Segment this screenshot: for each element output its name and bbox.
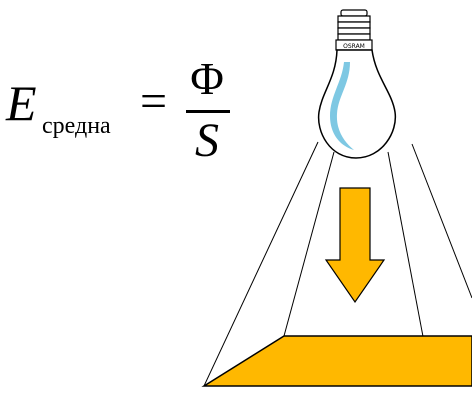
bulb-screw-base: OSRAM bbox=[335, 9, 373, 51]
bulb-brand: OSRAM bbox=[343, 43, 365, 50]
bulb-filament bbox=[330, 62, 354, 150]
formula-symbol: E bbox=[6, 75, 37, 131]
formula-numerator: Φ bbox=[190, 53, 224, 104]
formula-equals: = bbox=[140, 75, 168, 128]
illuminance-formula: E средна = Φ S bbox=[6, 52, 238, 172]
cone-line-outer-left bbox=[203, 141, 319, 387]
formula-subscript: средна bbox=[42, 113, 111, 139]
illuminated-surface bbox=[201, 335, 472, 387]
light-bulb: OSRAM bbox=[317, 9, 397, 159]
formula-denominator: S bbox=[195, 114, 219, 167]
cone-line-inner-left bbox=[283, 151, 335, 337]
fraction-bar bbox=[186, 110, 230, 113]
cone-line-outer-right bbox=[411, 143, 472, 299]
light-flux-arrow bbox=[324, 187, 386, 304]
bulb-glass bbox=[317, 49, 397, 159]
